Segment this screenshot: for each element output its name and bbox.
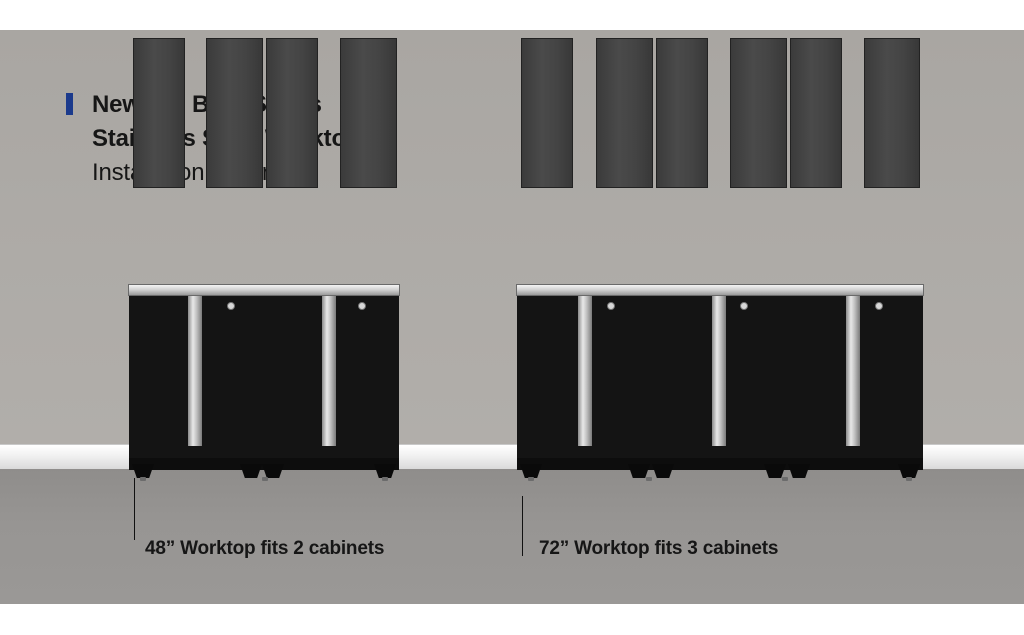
cabinet-handle	[322, 296, 336, 446]
leveling-foot	[262, 477, 268, 481]
cabinet-door	[340, 38, 397, 188]
cabinet-door	[206, 38, 263, 188]
caption-48-worktop: 48” Worktop fits 2 cabinets	[145, 538, 385, 559]
leveling-foot	[646, 477, 652, 481]
cabinet-handle	[712, 296, 726, 446]
cabinet-handle	[578, 296, 592, 446]
accent-bar	[66, 93, 73, 115]
cabinet-door	[656, 38, 708, 188]
cabinet-foot	[764, 464, 786, 478]
caption-72-worktop: 72” Worktop fits 3 cabinets	[539, 538, 779, 559]
cabinet-foot	[240, 464, 262, 478]
cabinet-door	[521, 38, 573, 188]
cabinet-base	[517, 458, 923, 470]
cabinet-handle	[846, 296, 860, 446]
leveling-foot	[528, 477, 534, 481]
lock-icon	[227, 302, 235, 310]
dimension-tick-right	[522, 496, 523, 556]
leveling-foot	[906, 477, 912, 481]
cabinet-foot	[262, 464, 284, 478]
lock-icon	[875, 302, 883, 310]
leveling-foot	[382, 477, 388, 481]
worktop-72	[516, 284, 924, 296]
worktop-48	[128, 284, 400, 296]
cabinet-door	[133, 38, 185, 188]
cabinet-door	[596, 38, 653, 188]
dimension-tick-left	[134, 478, 135, 540]
leveling-foot	[782, 477, 788, 481]
cabinet-door	[864, 38, 920, 188]
lock-icon	[740, 302, 748, 310]
cabinet-frame-48	[129, 296, 399, 458]
cabinet-handle	[188, 296, 202, 446]
lock-icon	[607, 302, 615, 310]
leveling-foot	[140, 477, 146, 481]
cabinet-door	[730, 38, 787, 188]
cabinet-foot	[132, 464, 154, 478]
cabinet-foot	[374, 464, 396, 478]
cabinet-foot	[788, 464, 810, 478]
cabinet-foot	[628, 464, 650, 478]
lock-icon	[358, 302, 366, 310]
cabinet-foot	[898, 464, 920, 478]
cabinet-door	[790, 38, 842, 188]
scene: NewAge Bold Series Stainless Steel Workt…	[0, 30, 1024, 604]
cabinet-door	[266, 38, 318, 188]
cabinet-foot	[652, 464, 674, 478]
floor	[0, 469, 1024, 604]
cabinet-foot	[520, 464, 542, 478]
